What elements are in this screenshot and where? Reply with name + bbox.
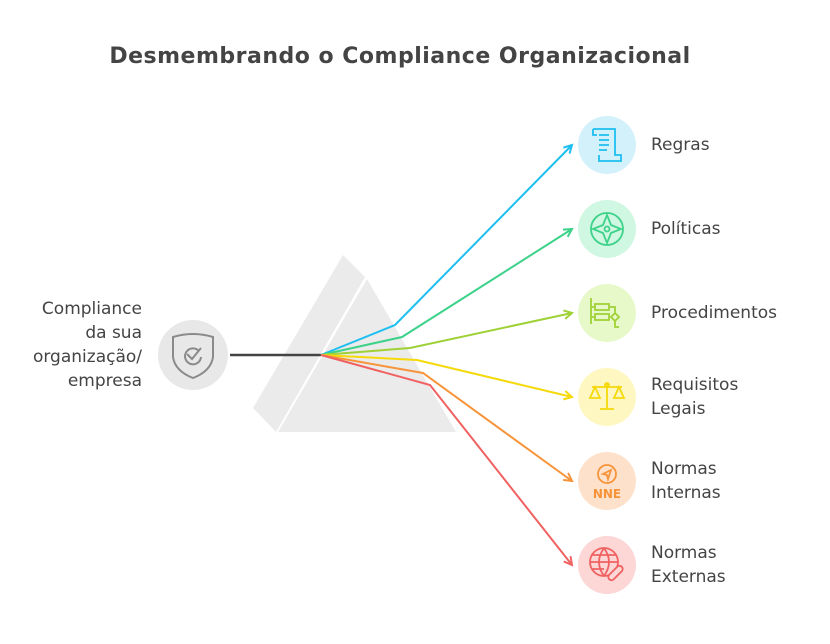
prism-front: [278, 279, 456, 432]
branch-label-line: Normas: [651, 459, 717, 479]
beam-0: [320, 144, 573, 356]
diagram-title: Desmembrando o Compliance Organizacional: [109, 44, 691, 69]
source-label: Compliance da sua organização/ empresa: [0, 297, 142, 393]
branch-label: Procedimentos: [651, 301, 777, 325]
branch-label: Regras: [651, 133, 710, 157]
beam-5: [320, 354, 573, 566]
scales-icon: [588, 382, 626, 410]
branch-label-line: Procedimentos: [651, 303, 778, 323]
icon-circle: [578, 200, 636, 258]
branch-label-line: Internas: [651, 483, 721, 503]
arrowhead: [563, 390, 575, 401]
beam-1: [320, 228, 573, 356]
arrowhead: [563, 309, 575, 320]
source-line: organização/: [32, 347, 142, 367]
prism-back: [253, 255, 365, 432]
source-line: da sua: [85, 323, 142, 343]
branch-label-line: Políticas: [651, 219, 721, 239]
arrowhead: [563, 555, 574, 567]
beam-3: [320, 354, 573, 398]
source-line: empresa: [67, 371, 142, 391]
beam-4: [320, 354, 573, 482]
flowchart-icon: [590, 298, 621, 328]
branch-label-line: Regras: [651, 135, 710, 155]
branch-label-line: Normas: [651, 543, 717, 563]
arrowhead: [562, 227, 574, 238]
branch-label: Políticas: [651, 217, 721, 241]
branch-label-line: Requisitos: [651, 375, 739, 395]
source-line: Compliance: [41, 299, 142, 319]
source-icon-circle: [158, 320, 228, 390]
beam-2: [320, 312, 573, 356]
arrowhead: [562, 472, 574, 483]
branch-label-line: Externas: [651, 567, 726, 587]
icon-circle: [578, 284, 636, 342]
globe-link-icon: [589, 547, 624, 582]
shield-check-icon: [172, 333, 214, 380]
scroll-icon: [592, 128, 622, 162]
icon-circle: [578, 536, 636, 594]
branch-label-line: Legais: [651, 399, 706, 419]
arrowhead: [563, 143, 574, 154]
nne-text: NNE: [593, 487, 621, 501]
compass-icon: [590, 212, 624, 246]
nne-compass-icon: [597, 464, 617, 484]
icon-circle: [578, 452, 636, 510]
